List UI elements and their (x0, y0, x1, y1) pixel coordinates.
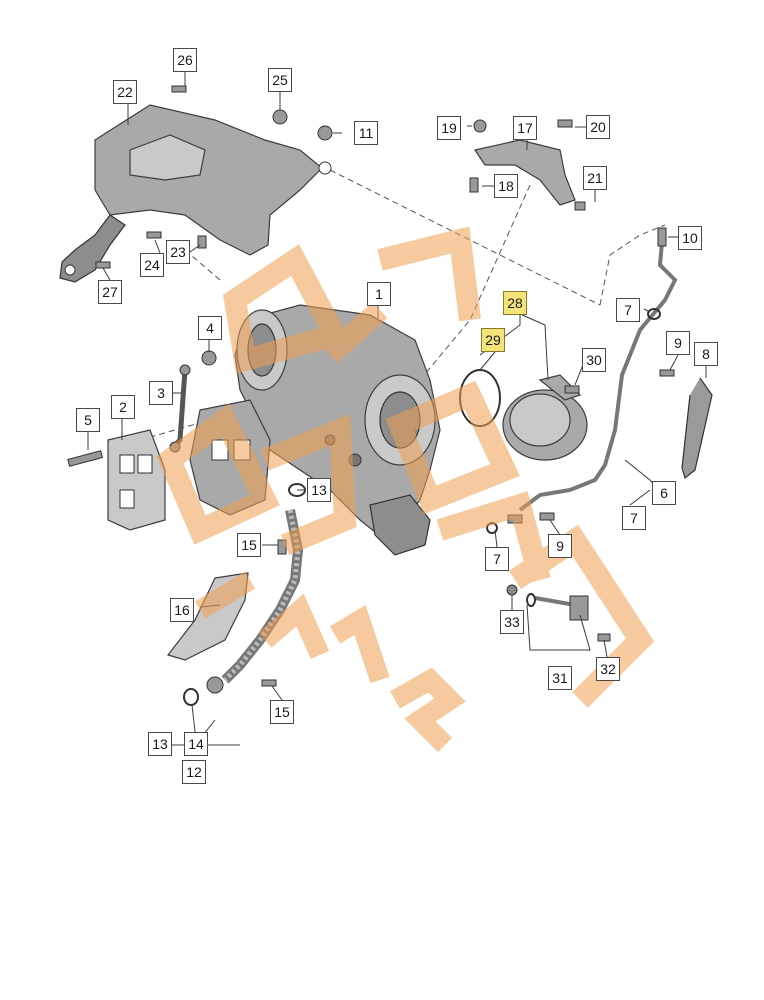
connection-piece-part (502, 374, 588, 461)
callout-14: 14 (184, 732, 208, 756)
callout-5: 5 (76, 408, 100, 432)
nut-part (201, 350, 217, 366)
callout-11: 11 (354, 121, 378, 145)
callout-7-upper: 7 (616, 298, 640, 322)
callout-18: 18 (494, 174, 518, 198)
small-bolts (95, 85, 675, 687)
callout-26: 26 (173, 48, 197, 72)
callout-31: 31 (548, 666, 572, 690)
callout-33: 33 (500, 610, 524, 634)
callout-4: 4 (198, 316, 222, 340)
callout-24: 24 (140, 253, 164, 277)
bg-parts-watermark (156, 226, 655, 753)
callout-25: 25 (268, 68, 292, 92)
callout-10: 10 (678, 226, 702, 250)
stud-bolt-part (67, 450, 104, 467)
callout-22: 22 (113, 80, 137, 104)
callout-7-right: 7 (622, 506, 646, 530)
callout-2: 2 (111, 395, 135, 419)
callout-3: 3 (149, 381, 173, 405)
gasket-part (107, 429, 166, 531)
callout-16: 16 (170, 598, 194, 622)
callout-13-upper: 13 (307, 478, 331, 502)
callout-8: 8 (694, 342, 718, 366)
callout-17: 17 (513, 116, 537, 140)
callout-1: 1 (367, 282, 391, 306)
callout-12: 12 (182, 760, 206, 784)
callout-21: 21 (583, 166, 607, 190)
callout-13-lower: 13 (148, 732, 172, 756)
callout-9-lower: 9 (548, 534, 572, 558)
callout-19: 19 (437, 116, 461, 140)
callout-15-upper: 15 (237, 533, 261, 557)
callout-7-lower: 7 (485, 547, 509, 571)
callout-15-lower: 15 (270, 700, 294, 724)
oil-feed-line-part (486, 227, 678, 534)
callout-30: 30 (582, 348, 606, 372)
bracket-part (474, 139, 576, 206)
callout-20: 20 (586, 115, 610, 139)
pipe-part (681, 377, 713, 480)
sensor-part (506, 584, 589, 621)
callout-27: 27 (98, 280, 122, 304)
callout-9-right: 9 (666, 331, 690, 355)
callout-29-highlighted: 29 (481, 328, 505, 352)
leader-lines (87, 72, 707, 751)
callout-23: 23 (166, 240, 190, 264)
callout-32: 32 (596, 657, 620, 681)
callout-6: 6 (652, 481, 676, 505)
callout-28-highlighted: 28 (503, 291, 527, 315)
heat-shield-part (59, 104, 332, 283)
